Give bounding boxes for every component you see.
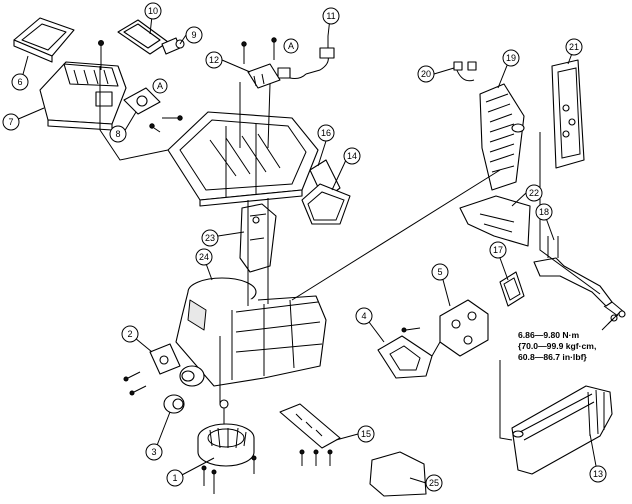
part-1-blower-motor: [197, 399, 257, 494]
connector-mark-a-top: A: [283, 38, 299, 54]
part-18-refrigerant-pipe: [533, 236, 626, 322]
svg-text:1: 1: [172, 473, 177, 483]
svg-text:3: 3: [151, 447, 156, 457]
callout-2: 2: [121, 325, 139, 343]
part-10-link-plate: [117, 19, 169, 55]
guide-lines: [99, 66, 601, 441]
svg-text:5: 5: [437, 267, 442, 277]
callout-10: 10: [144, 2, 162, 20]
callout-12: 12: [205, 51, 223, 69]
svg-text:6: 6: [17, 77, 22, 87]
callout-7: 7: [2, 113, 20, 131]
connector-mark-a-left: A: [152, 78, 168, 94]
callout-3: 3: [145, 443, 163, 461]
callout-22: 22: [525, 184, 543, 202]
callout-1: 1: [166, 469, 184, 487]
callout-17: 17: [489, 241, 507, 259]
svg-text:A: A: [288, 41, 294, 51]
svg-text:2: 2: [127, 329, 132, 339]
callout-16: 16: [317, 124, 335, 142]
svg-text:19: 19: [506, 53, 516, 63]
part-20-sensor: [453, 61, 477, 82]
torque-line-2: {70.0—99.9 kgf·cm,: [518, 341, 597, 351]
callout-23: 23: [201, 229, 219, 247]
callout-11: 11: [322, 7, 340, 25]
svg-text:8: 8: [115, 129, 120, 139]
callout-18: 18: [535, 203, 553, 221]
callout-21: 21: [565, 38, 583, 56]
callout-14: 14: [343, 147, 361, 165]
svg-text:9: 9: [191, 30, 196, 40]
screws-top-left: [98, 40, 183, 133]
upper-case-housing: [167, 111, 319, 207]
svg-text:24: 24: [199, 252, 209, 262]
svg-text:11: 11: [326, 11, 335, 21]
part-14-gasket: [301, 183, 351, 225]
callout-25: 25: [425, 474, 443, 492]
part-25-pad: [369, 451, 427, 497]
torque-line-1: 6.86—9.80 N·m: [518, 330, 580, 340]
svg-text:16: 16: [321, 128, 331, 138]
part-6-filter-frame: [13, 17, 75, 63]
part-15-bracket: [279, 403, 341, 466]
svg-text:17: 17: [493, 245, 503, 255]
svg-text:25: 25: [429, 478, 439, 488]
callout-20: 20: [417, 65, 435, 83]
callout-19: 19: [502, 49, 520, 67]
svg-text:21: 21: [569, 42, 579, 52]
svg-text:22: 22: [529, 188, 539, 198]
part-8-intake-actuator: [123, 87, 161, 115]
part-19-evaporator: [479, 83, 525, 191]
part-24-lower-case: [175, 277, 327, 387]
callout-5: 5: [431, 263, 449, 281]
part-23-duct: [239, 203, 277, 273]
svg-text:14: 14: [347, 151, 357, 161]
callout-6: 6: [11, 73, 29, 91]
part-3-bushing: [163, 394, 185, 414]
svg-text:10: 10: [148, 6, 158, 16]
svg-text:13: 13: [593, 469, 603, 479]
part-5-expansion-valve: [401, 299, 489, 357]
part-22-bracket: [459, 195, 531, 247]
part-12-resistor: [241, 37, 281, 89]
part-7-intake-housing: [39, 61, 127, 131]
svg-text:4: 4: [361, 311, 366, 321]
callout-13: 13: [589, 465, 607, 483]
part-11-wire-harness: [277, 36, 335, 79]
callout-9: 9: [185, 26, 203, 44]
svg-text:18: 18: [539, 207, 549, 217]
torque-spec-label: 6.86—9.80 N·m {70.0—99.9 kgf·cm, 60.8—86…: [518, 330, 596, 363]
part-2-mode-actuator: [123, 343, 181, 396]
part-13-heater-core: [511, 385, 613, 475]
svg-text:15: 15: [361, 429, 371, 439]
callout-8: 8: [109, 125, 127, 143]
callout-15: 15: [357, 425, 375, 443]
svg-text:12: 12: [209, 55, 219, 65]
svg-text:A: A: [157, 81, 163, 91]
callout-24: 24: [195, 248, 213, 266]
air-mix-actuator: [179, 365, 205, 387]
torque-line-3: 60.8—86.7 in·lbf}: [518, 352, 587, 362]
callout-4: 4: [355, 307, 373, 325]
part-4-seal: [377, 335, 433, 379]
svg-text:23: 23: [205, 233, 215, 243]
part-17-o-ring: [499, 271, 525, 307]
svg-text:7: 7: [8, 117, 13, 127]
svg-text:20: 20: [421, 69, 431, 79]
part-21-filter: [551, 59, 585, 169]
